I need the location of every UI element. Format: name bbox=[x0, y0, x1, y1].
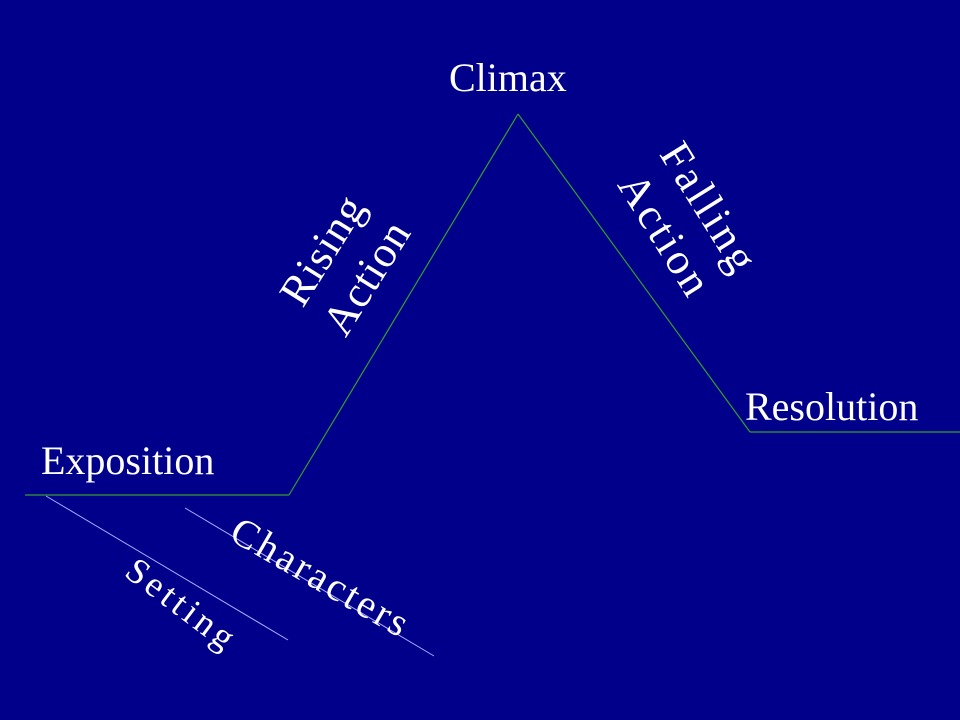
exposition-label: Exposition bbox=[41, 438, 215, 483]
climax-label: Climax bbox=[449, 55, 567, 100]
falling-action-line bbox=[517, 113, 751, 433]
setting-underline bbox=[45, 495, 289, 641]
rising-action-line bbox=[288, 113, 519, 496]
characters-underline bbox=[184, 507, 435, 657]
resolution-label: Resolution bbox=[745, 384, 919, 429]
